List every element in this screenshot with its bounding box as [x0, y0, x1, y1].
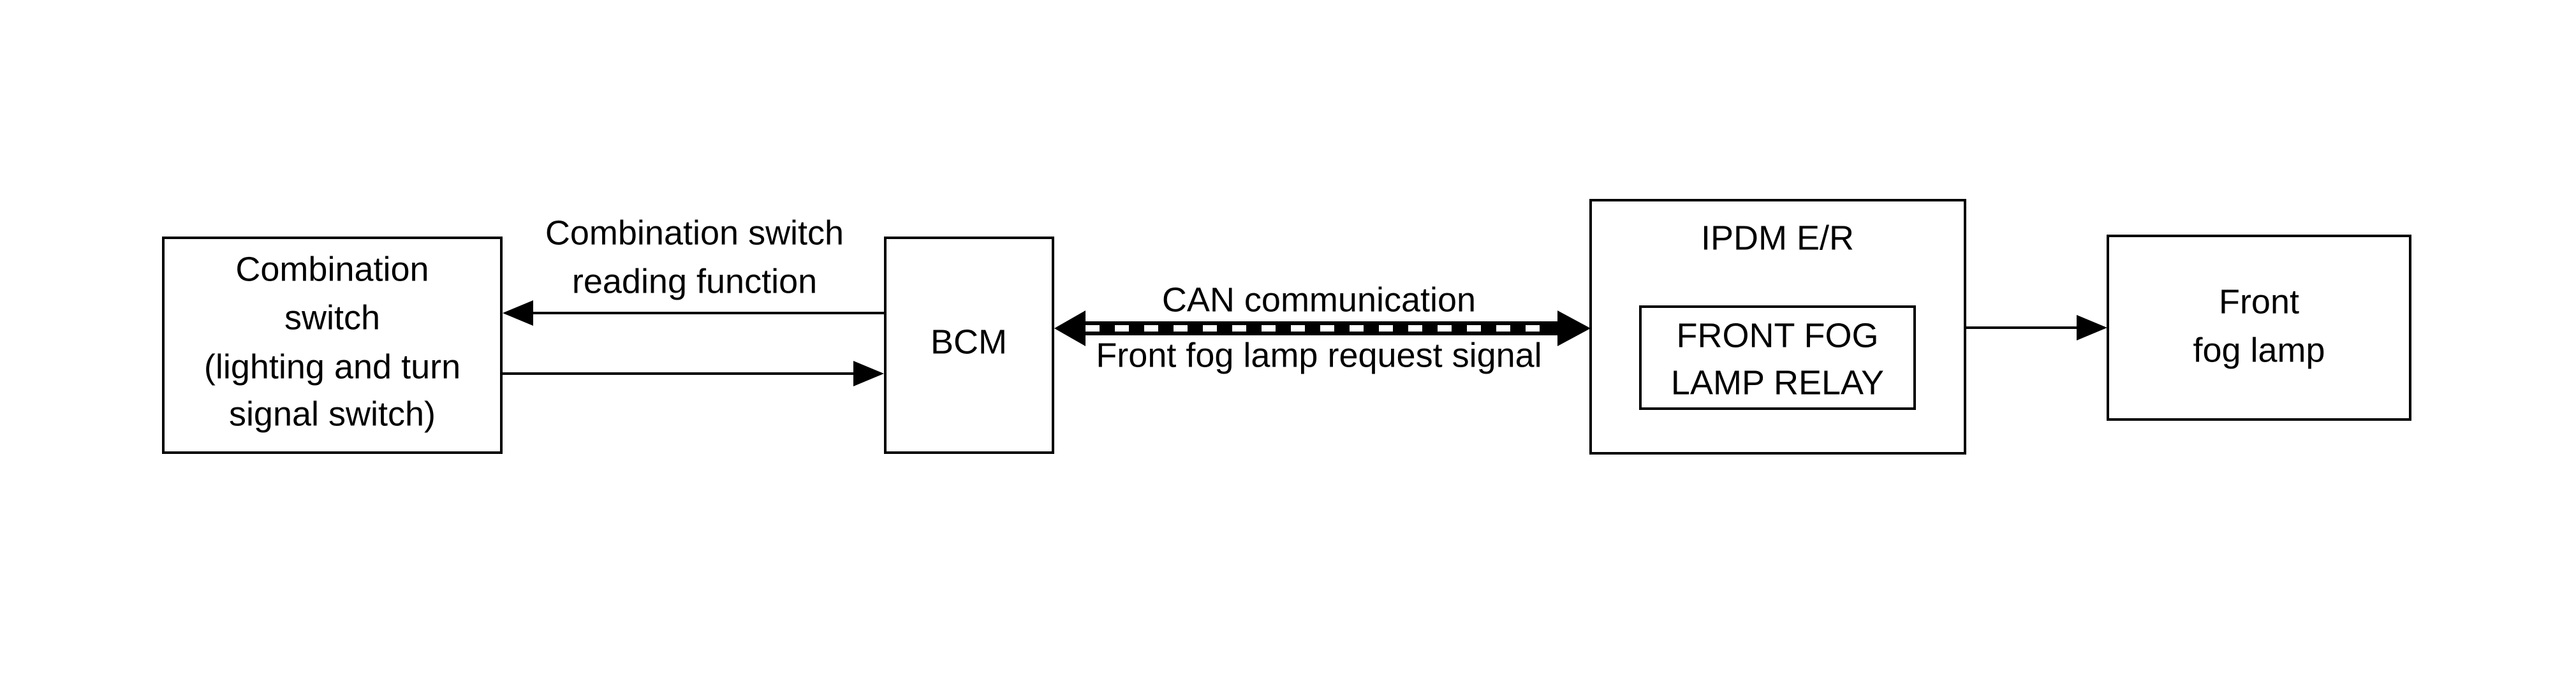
bcm-box: [884, 237, 1054, 454]
front-fog-lamp-label-line-2: fog lamp: [2193, 331, 2325, 369]
can-link: CAN communication Front fog lamp request…: [1054, 281, 1591, 374]
can-bus-line: [1078, 321, 1557, 335]
can-label-bottom: Front fog lamp request signal: [1096, 336, 1542, 374]
combination-switch-box: [162, 237, 503, 454]
can-label-top: CAN communication: [1162, 281, 1476, 319]
front-fog-lamp-box: [2107, 235, 2411, 421]
front-fog-lamp-node: Front fog lamp: [2107, 235, 2411, 421]
switch-reading-label-line-2: reading function: [572, 262, 817, 300]
relay-label-line-1: FRONT FOG: [1677, 316, 1879, 354]
ipdm-node: IPDM E/R FRONT FOG LAMP RELAY: [1589, 199, 1966, 455]
front-fog-lamp-label-line-1: Front: [2219, 282, 2299, 321]
switch-reading-link: Combination switch reading function: [501, 214, 885, 386]
can-arrowhead-right: [1557, 310, 1591, 346]
bcm-node: BCM: [884, 237, 1054, 454]
switch-reading-label-line-1: Combination switch: [545, 214, 844, 252]
combination-switch-label-line-3: (lighting and turn: [204, 347, 460, 386]
bcm-label: BCM: [931, 323, 1007, 361]
combination-switch-node: Combination switch (lighting and turn si…: [162, 237, 503, 454]
can-arrowhead-left: [1054, 310, 1086, 346]
combination-switch-label-line-1: Combination: [235, 250, 429, 288]
ipdm-title: IPDM E/R: [1701, 219, 1854, 257]
combination-switch-label-line-2: switch: [284, 298, 380, 337]
combination-switch-label-line-4: signal switch): [229, 395, 436, 433]
front-fog-lamp-relay-box: [1639, 305, 1916, 410]
relay-label-line-2: LAMP RELAY: [1671, 363, 1884, 402]
